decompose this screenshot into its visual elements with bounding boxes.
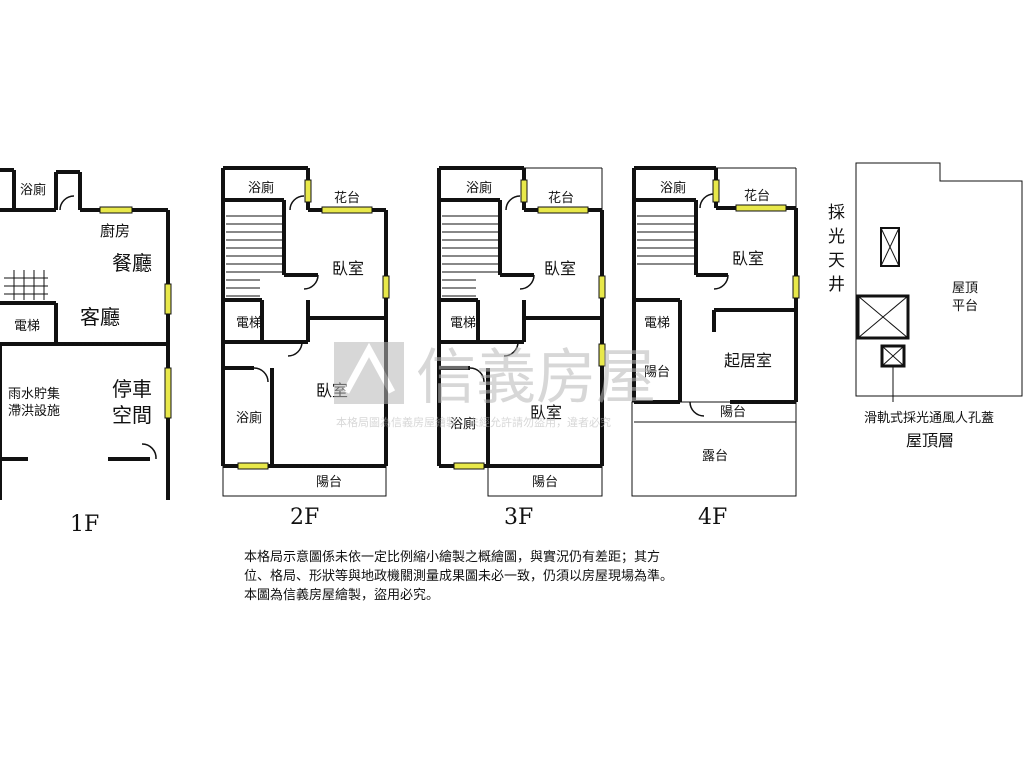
room-4f-bedroom: 臥室 (732, 249, 764, 268)
floor-4f-windows (712, 179, 800, 299)
roof-hatch-label: 滑軌式採光通風人孔蓋 (864, 410, 994, 426)
floor-2f-windows (237, 179, 390, 470)
roof-platform-2: 平台 (952, 299, 978, 314)
floor-1f-windows (99, 206, 172, 419)
roof-level (855, 162, 1023, 402)
floor-2f (221, 166, 388, 497)
roof-skylight-char-4: 井 (828, 275, 845, 295)
room-2f-elevator: 電梯 (236, 316, 262, 331)
room-1f-rain-2: 滯洪設施 (8, 403, 60, 419)
disclaimer-line-1: 本格局示意圖係未依一定比例縮小繪製之概繪圖，與實況仍有差距；其方 (244, 550, 661, 565)
room-2f-bath-top: 浴廁 (248, 180, 274, 196)
watermark-brand: 信義房屋 (416, 343, 656, 413)
label-3f: 3F (504, 505, 533, 530)
room-4f-elevator: 電梯 (644, 316, 670, 331)
disclaimer: 本格局示意圖係未依一定比例縮小繪製之概繪圖，與實況仍有差距；其方 位、格局、形狀… (244, 548, 804, 605)
room-1f-parking-1: 停車 (112, 377, 152, 401)
room-1f-living: 客廳 (80, 305, 120, 329)
floor-4f (631, 166, 798, 497)
watermark-notice: 本格局圖為信義房屋繪製，未經允許請勿盜用，違者必究 (336, 415, 611, 429)
room-1f-dining: 餐廳 (112, 251, 152, 275)
floor-1f (0, 168, 170, 500)
room-4f-planter: 花台 (744, 188, 770, 204)
room-3f-bath-top: 浴廁 (466, 180, 492, 196)
roof-skylight-char-1: 採 (828, 203, 845, 223)
room-1f-bath: 浴廁 (20, 182, 46, 198)
room-3f-bedroom-2: 臥室 (530, 403, 562, 422)
room-2f-planter: 花台 (334, 190, 360, 206)
room-1f-elevator: 電梯 (14, 319, 40, 334)
floor-3f-windows (453, 179, 606, 470)
room-3f-elevator: 電梯 (450, 316, 476, 331)
room-3f-balcony: 陽台 (532, 475, 558, 490)
label-roof: 屋頂層 (906, 431, 954, 450)
roof-skylight-char-2: 光 (828, 227, 845, 247)
room-4f-balcony-bottom: 陽台 (720, 405, 746, 420)
room-1f-parking-2: 空間 (112, 403, 152, 427)
room-4f-terrace: 露台 (702, 449, 728, 464)
room-2f-bath-bottom: 浴廁 (236, 410, 262, 426)
watermark: 信義房屋 本格局圖為信義房屋繪製，未經允許請勿盜用，違者必究 (334, 342, 656, 429)
room-3f-bedroom-1: 臥室 (544, 259, 576, 278)
label-2f: 2F (290, 505, 319, 530)
room-4f-bath: 浴廁 (660, 180, 686, 196)
room-2f-balcony: 陽台 (316, 475, 342, 490)
room-2f-bedroom-1: 臥室 (332, 259, 364, 278)
room-1f-rain-1: 雨水貯集 (8, 386, 60, 402)
room-4f-balcony-side: 陽台 (644, 365, 670, 380)
room-4f-living-room: 起居室 (724, 351, 772, 370)
label-4f: 4F (698, 505, 727, 530)
label-1f: 1F (70, 512, 99, 537)
room-3f-bath-bottom: 浴廁 (450, 416, 476, 432)
disclaimer-line-3: 本圖為信義房屋繪製，盜用必究。 (244, 588, 440, 603)
room-3f-planter: 花台 (548, 190, 574, 206)
disclaimer-line-2: 位、格局、形狀等與地政機關測量成果圖未必一致，仍須以房屋現場為準。 (244, 569, 674, 584)
roof-platform-1: 屋頂 (952, 281, 978, 296)
floor-3f (437, 166, 604, 497)
room-1f-kitchen: 廚房 (100, 222, 130, 240)
roof-skylight-char-3: 天 (828, 251, 845, 271)
